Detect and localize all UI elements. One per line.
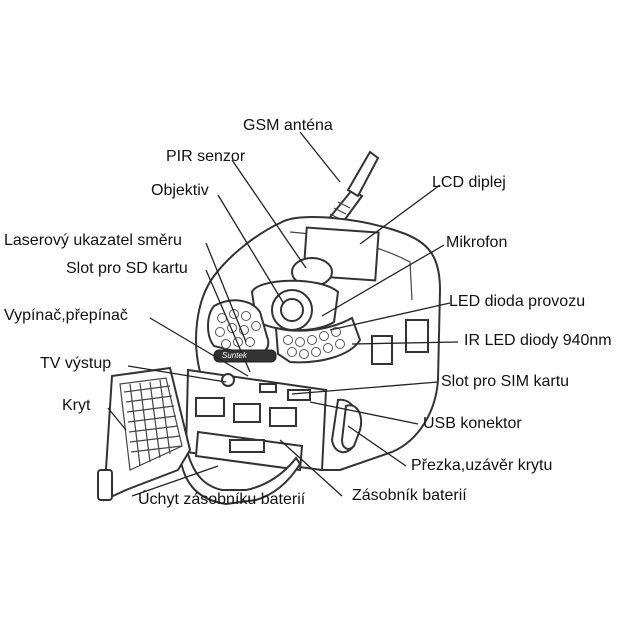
brand-text: Suntek (222, 351, 247, 360)
label-lcd-display: LCD diplej (432, 174, 506, 191)
inner-compartment (184, 368, 328, 472)
label-tv-out: TV výstup (40, 355, 112, 372)
label-cover: Kryt (62, 397, 91, 414)
label-sim-slot: Slot pro SIM kartu (441, 373, 570, 390)
label-sd-slot: Slot pro SD kartu (66, 260, 188, 277)
label-switch: Vypínač,přepínač (4, 307, 128, 324)
leader-lines (107, 131, 459, 497)
lens (250, 279, 340, 331)
label-gsm-antenna: GSM anténa (243, 117, 333, 134)
cover (97, 366, 192, 502)
label-led-power: LED dioda provozu (449, 293, 586, 310)
label-lens: Objektiv (151, 182, 209, 199)
label-microphone: Mikrofon (446, 234, 508, 251)
label-battery-tray-handle: Úchyt zásobníku baterií (138, 491, 306, 508)
label-usb-connector: USB konektor (423, 415, 522, 432)
label-ir-led: IR LED diody 940nm (464, 332, 612, 349)
battery-tray-handle (178, 452, 302, 506)
label-pir-sensor: PIR senzor (166, 148, 246, 165)
strap-latch (340, 404, 362, 450)
ir-led-panel (207, 299, 362, 364)
label-battery-tray: Zásobník baterií (352, 487, 467, 504)
label-strap-latch: Přezka,uzávěr krytu (411, 457, 553, 474)
label-laser-pointer: Laserový ukazatel směru (4, 232, 182, 249)
